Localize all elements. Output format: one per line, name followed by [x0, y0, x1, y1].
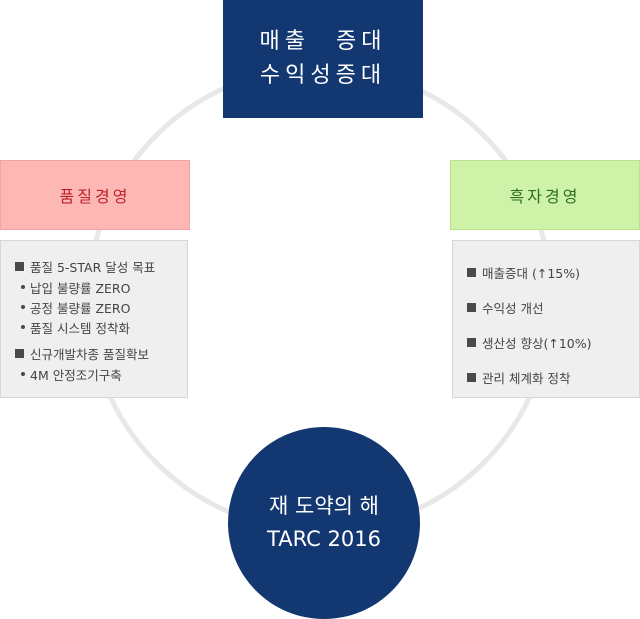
list-item-text: 품질 5-STAR 달성 목표 — [30, 260, 156, 275]
sub-list-item-text: 품질 시스템 정착화 — [30, 320, 130, 336]
list-item-text: 생산성 향상(↑10%) — [482, 336, 592, 351]
quality-management-label: 품질경영 — [59, 187, 131, 206]
list-item: 신규개발차종 품질확보 — [15, 343, 187, 364]
list-item: 품질 5-STAR 달성 목표 — [15, 256, 187, 277]
quality-management-heading: 품질경영 — [0, 160, 190, 230]
sub-list-item-text: 4M 안정조기구축 — [30, 367, 122, 383]
dot-bullet-icon — [21, 305, 25, 309]
square-bullet-icon — [467, 268, 476, 277]
square-bullet-icon — [467, 303, 476, 312]
sub-list-item: 공정 불량률 ZERO — [15, 297, 187, 317]
profit-management-label: 흑자경영 — [509, 187, 581, 206]
square-bullet-icon — [467, 338, 476, 347]
list-item: 생산성 향상(↑10%) — [467, 325, 639, 360]
sub-list-item: 품질 시스템 정착화 — [15, 317, 187, 337]
sub-list-item: 4M 안정조기구축 — [15, 364, 187, 384]
sub-list-item: 납입 불량률 ZERO — [15, 277, 187, 297]
sub-list-item-text: 공정 불량률 ZERO — [30, 300, 131, 316]
tarc-2016-circle: 재 도약의 해 TARC 2016 — [228, 427, 420, 619]
dot-bullet-icon — [21, 372, 25, 376]
list-item: 관리 체계화 정착 — [467, 360, 639, 395]
dot-bullet-icon — [21, 285, 25, 289]
list-item: 매출증대 (↑15%) — [467, 255, 639, 290]
sub-list-item-text: 납입 불량률 ZERO — [30, 280, 131, 296]
list-item-text: 수익성 개선 — [482, 301, 544, 316]
square-bullet-icon — [15, 349, 24, 358]
circle-line1: 재 도약의 해 — [269, 494, 379, 518]
square-bullet-icon — [15, 262, 24, 271]
top-box-line1: 매출 증대 — [259, 29, 387, 54]
circle-line2: TARC 2016 — [267, 527, 381, 551]
dot-bullet-icon — [21, 325, 25, 329]
quality-management-panel: 품질 5-STAR 달성 목표 납입 불량률 ZERO 공정 불량률 ZERO … — [0, 240, 188, 398]
list-item-text: 매출증대 (↑15%) — [482, 266, 580, 281]
revenue-growth-box: 매출 증대 수익성증대 — [223, 0, 423, 118]
profit-management-heading: 흑자경영 — [450, 160, 640, 230]
profit-management-panel: 매출증대 (↑15%) 수익성 개선 생산성 향상(↑10%) 관리 체계화 정… — [452, 240, 640, 398]
square-bullet-icon — [467, 373, 476, 382]
list-item-text: 관리 체계화 정착 — [482, 371, 571, 386]
top-box-line2: 수익성증대 — [259, 63, 387, 88]
list-item: 수익성 개선 — [467, 290, 639, 325]
list-item-text: 신규개발차종 품질확보 — [30, 347, 149, 362]
